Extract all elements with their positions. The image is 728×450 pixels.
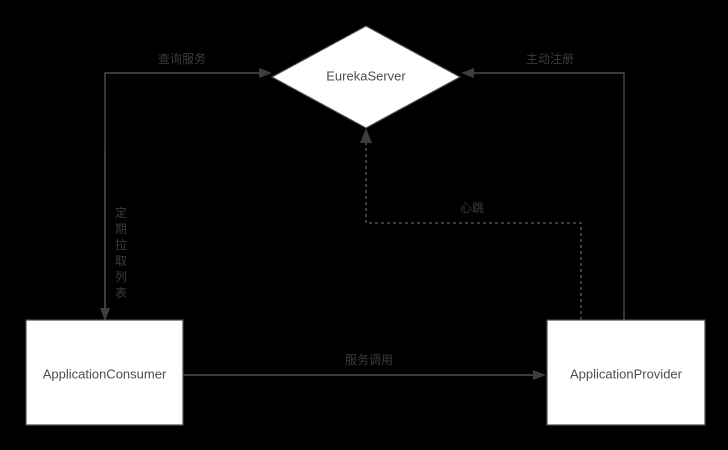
edge-label-service-call: 服务调用 <box>345 352 393 367</box>
edge-label-pull-list-char: 列 <box>115 270 127 284</box>
edge-active-register-line <box>470 72 625 320</box>
edge-label-heartbeat: 心跳 <box>460 201 484 215</box>
edge-label-pull-list: 定期拉取列表 <box>115 205 127 300</box>
edge-label-pull-list-char: 表 <box>115 286 127 300</box>
edge-pull-list <box>100 150 110 321</box>
node-eureka-server[interactable]: EurekaServer <box>270 25 462 129</box>
edge-label-pull-list-char: 拉 <box>115 237 127 252</box>
edge-label-query-service: 查询服务 <box>158 51 206 66</box>
eureka-server-diamond-shape[interactable] <box>270 25 462 129</box>
edge-active-register-arrowhead <box>461 68 474 78</box>
application-provider-box-shape[interactable] <box>546 319 706 426</box>
node-application-consumer[interactable]: ApplicationConsumer <box>25 319 184 426</box>
edge-heartbeat-line <box>365 140 582 320</box>
node-application-provider[interactable]: ApplicationProvider <box>546 319 706 426</box>
edge-query-service-arrowhead <box>259 68 272 78</box>
edge-query-service-line <box>104 72 263 320</box>
edge-active-register <box>461 68 625 320</box>
eureka-server-label: EurekaServer <box>326 68 406 83</box>
edge-query-service <box>104 68 272 320</box>
edge-label-pull-list-char: 期 <box>115 222 127 236</box>
application-provider-label: ApplicationProvider <box>570 366 683 381</box>
edge-service-call-arrowhead <box>533 370 546 380</box>
edge-heartbeat-arrowhead <box>360 128 372 143</box>
edge-label-active-register: 主动注册 <box>526 51 574 66</box>
edge-heartbeat <box>360 128 582 320</box>
edge-label-pull-list-char: 定 <box>115 205 127 220</box>
application-consumer-box-shape[interactable] <box>25 319 184 426</box>
edge-service-call <box>183 370 546 380</box>
edge-pull-list-arrowhead <box>100 308 110 321</box>
edge-label-pull-list-char: 取 <box>115 254 127 268</box>
application-consumer-label: ApplicationConsumer <box>43 366 167 381</box>
